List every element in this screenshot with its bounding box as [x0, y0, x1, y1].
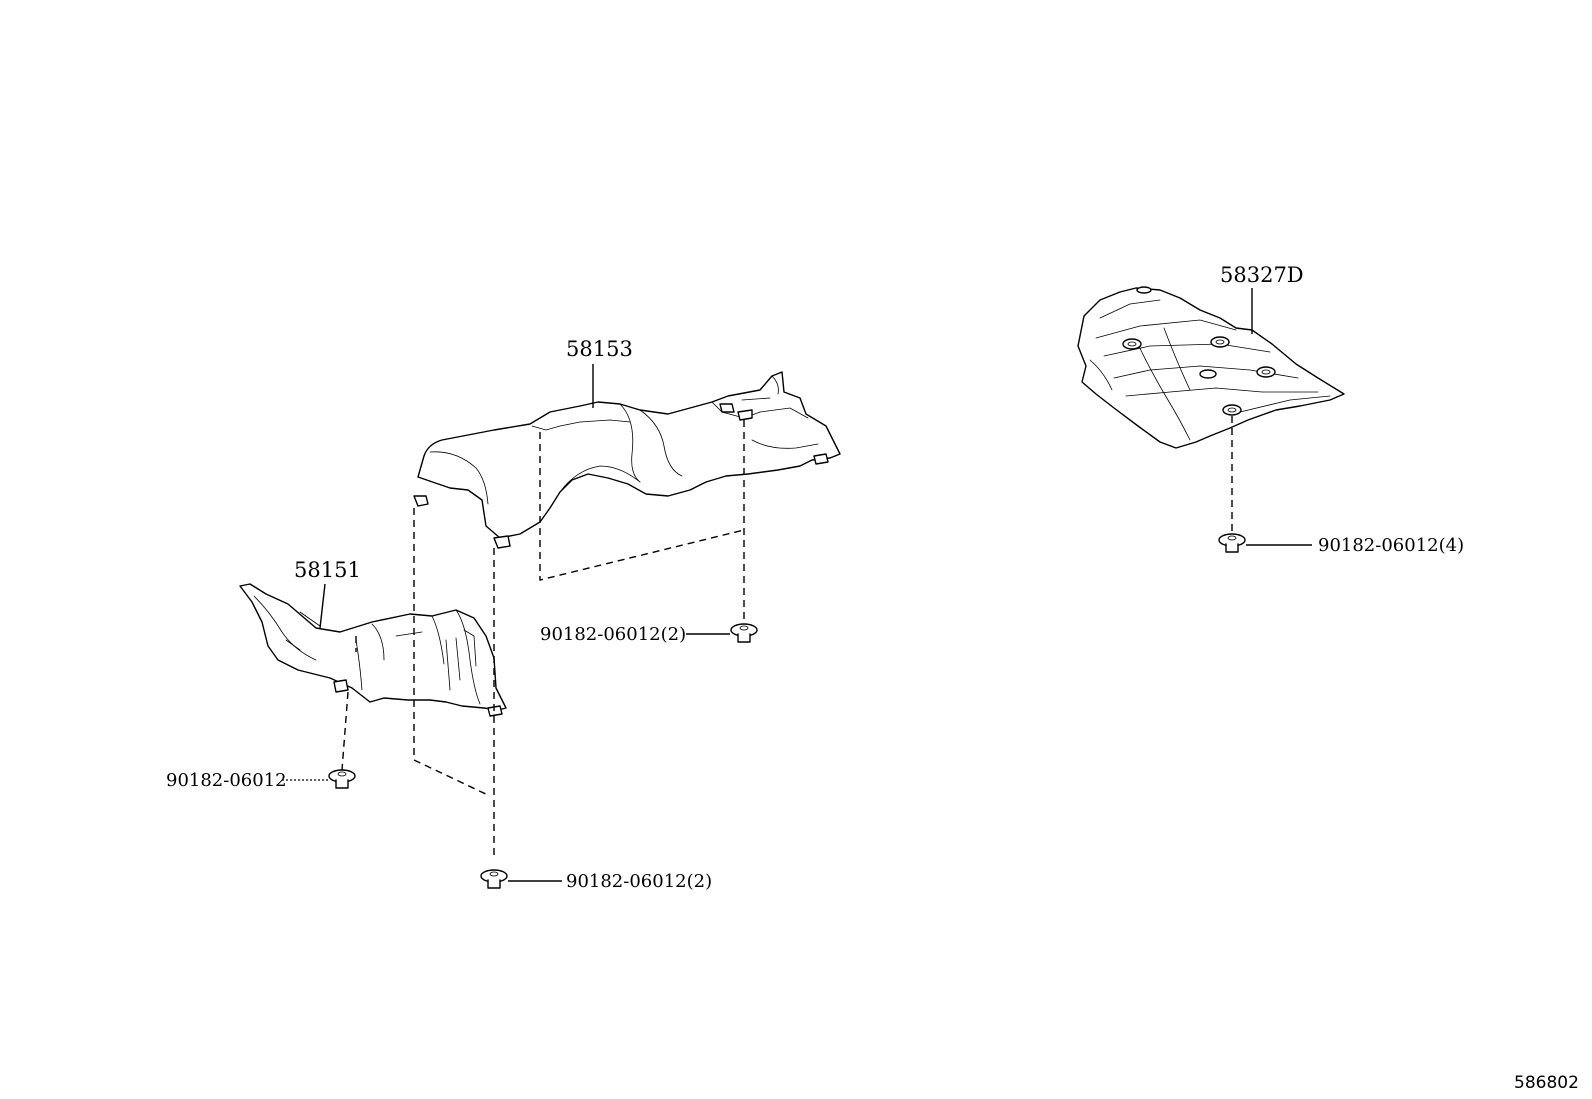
heat-insulator-58151 [239, 583, 507, 717]
clip-58151 [328, 769, 356, 789]
label-58151: 58151 [294, 558, 361, 582]
diagram-reference-number: 586802 [1514, 1073, 1579, 1093]
clip-58153-right [730, 623, 758, 643]
label-clip-58151: 90182-06012 [166, 770, 287, 791]
heat-insulator-58153 [413, 371, 841, 549]
assembly-lines [341, 416, 1233, 860]
label-clip-58327d: 90182-06012(4) [1318, 535, 1464, 556]
label-58327d: 58327D [1220, 263, 1304, 287]
clip-58327d [1218, 533, 1246, 553]
leader-lines [282, 288, 1312, 882]
label-clip-58153-right: 90182-06012(2) [540, 624, 686, 645]
clip-58153-lower [480, 869, 508, 889]
label-58153: 58153 [566, 337, 633, 361]
label-clip-58153-lower: 90182-06012(2) [566, 871, 712, 892]
heat-insulator-58327d [1077, 286, 1345, 449]
